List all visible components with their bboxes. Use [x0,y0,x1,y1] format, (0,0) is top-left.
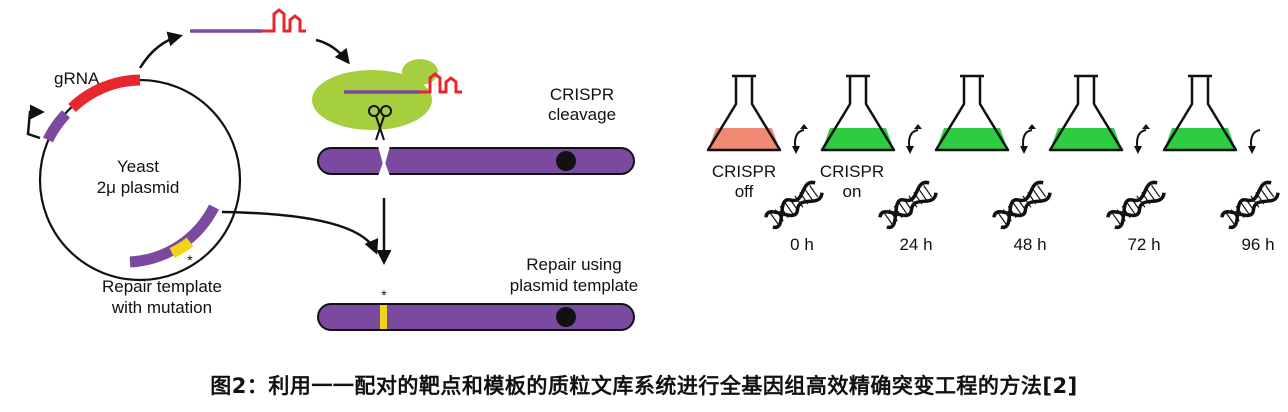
dna-icon [764,180,824,229]
repair-template-label-1: Repair template [102,277,222,296]
time-label: 96 h [1241,235,1274,254]
sampling-arrow [1248,129,1261,154]
promoter-arrow-icon [26,104,45,140]
chromosome-mutation [380,305,387,329]
template-mutation [169,237,194,258]
flask-culture [1164,128,1236,150]
time-label: 24 h [899,235,932,254]
grna-label: gRNA [54,69,100,88]
sampling-arrow [906,124,922,154]
crispr-off-label-2: off [735,182,754,201]
flask-culture [936,128,1008,150]
scissors-icon [368,105,392,141]
cleaved-chromosome [317,146,635,176]
flask-icon [1162,74,1238,152]
repair-label-2: plasmid template [510,276,639,295]
plasmid-label-1: Yeast [117,157,159,176]
dna-icon [878,180,938,229]
dna-icon [1220,180,1280,229]
flask-culture [708,128,780,150]
crispr-on-label-1: CRISPR [820,162,884,181]
cas9-complex [312,59,462,141]
flask-culture [822,128,894,150]
dna-icon [1106,180,1166,229]
sampling-arrow [792,124,808,154]
repair-template-label-2: with mutation [111,298,212,317]
grna-transcript [190,8,306,33]
repair-label-1: Repair using [526,255,621,274]
cleavage-label-1: CRISPR [550,85,614,104]
template-arrow [221,210,379,255]
crispr-on-label-2: on [843,182,862,201]
sampling-arrow [1134,124,1150,154]
expression-arrow [138,31,183,69]
template-mutation-mark: * [187,252,193,268]
mutation-mark: * [381,287,387,303]
loading-arrow [315,38,350,65]
time-label: 48 h [1013,235,1046,254]
flask-icon [820,74,896,152]
yeast-plasmid: gRNA Yeast 2μ plasmid * Repair template … [26,69,242,317]
time-label: 72 h [1127,235,1160,254]
promoter-segment [43,110,71,143]
dna-icon [992,180,1052,229]
flask-icon [1048,74,1124,152]
plasmid-label-2: 2μ plasmid [97,178,180,197]
grna-segment [68,74,141,113]
repaired-chromosome [317,303,635,331]
repair-template-segment [129,204,219,268]
crispr-off-label-1: CRISPR [712,162,776,181]
flask-icon [706,74,782,152]
cleavage-label-2: cleavage [548,105,616,124]
flask-culture [1050,128,1122,150]
time-label: 0 h [790,235,814,254]
time-course: 0 h 24 h 48 h 72 h 96 h [706,74,1280,254]
figure-caption: 图2：利用一一配对的靶点和模板的质粒文库系统进行全基因组高效精确突变工程的方法[… [210,374,1078,398]
sampling-arrow [1020,124,1036,154]
flask-icon [934,74,1010,152]
